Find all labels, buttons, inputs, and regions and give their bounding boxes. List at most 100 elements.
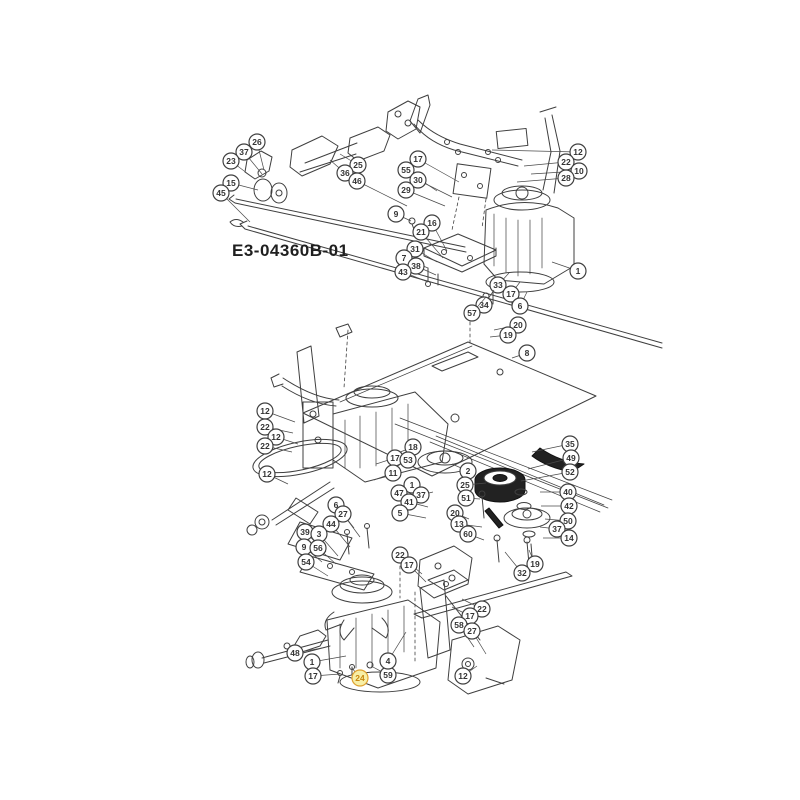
svg-text:24: 24: [355, 673, 365, 683]
callout-balloon-12[interactable]: 12: [267, 428, 285, 446]
svg-text:16: 16: [427, 218, 437, 228]
callout-layer: 2637231545253646175530299122210281621317…: [212, 133, 588, 687]
svg-text:56: 56: [313, 543, 323, 553]
callout-balloon-23[interactable]: 23: [222, 152, 240, 170]
svg-text:58: 58: [454, 620, 464, 630]
callout-balloon-43[interactable]: 43: [394, 263, 412, 281]
callout-balloon-41[interactable]: 41: [400, 493, 418, 511]
svg-text:45: 45: [216, 188, 226, 198]
figure-number-label: E3-04360B-01: [232, 241, 349, 260]
callout-balloon-45[interactable]: 45: [212, 184, 230, 202]
svg-text:38: 38: [411, 261, 421, 271]
svg-text:19: 19: [503, 330, 513, 340]
callout-balloon-46[interactable]: 46: [348, 172, 366, 190]
callout-balloon-57[interactable]: 57: [463, 304, 481, 322]
callout-balloon-17[interactable]: 17: [461, 607, 479, 625]
callout-balloon-33[interactable]: 33: [489, 276, 507, 294]
callout-balloon-24-highlighted[interactable]: 24: [351, 669, 369, 687]
callout-balloon-16[interactable]: 16: [423, 214, 441, 232]
callout-balloon-8[interactable]: 8: [518, 344, 536, 362]
svg-text:18: 18: [408, 442, 418, 452]
svg-text:37: 37: [416, 490, 426, 500]
callout-balloon-25[interactable]: 25: [349, 156, 367, 174]
callout-balloon-19[interactable]: 19: [526, 555, 544, 573]
callout-balloon-4[interactable]: 4: [379, 652, 397, 670]
svg-text:12: 12: [573, 147, 583, 157]
svg-text:17: 17: [390, 453, 400, 463]
callout-balloon-37[interactable]: 37: [235, 143, 253, 161]
svg-text:25: 25: [460, 480, 470, 490]
svg-text:20: 20: [513, 320, 523, 330]
callout-balloon-44[interactable]: 44: [322, 515, 340, 533]
callout-balloon-52[interactable]: 52: [561, 463, 579, 481]
callout-balloon-5[interactable]: 5: [391, 504, 409, 522]
callout-balloon-17[interactable]: 17: [400, 556, 418, 574]
callout-balloon-17[interactable]: 17: [502, 285, 520, 303]
callout-balloon-12[interactable]: 12: [454, 667, 472, 685]
callout-balloon-31[interactable]: 31: [406, 240, 424, 258]
callout-balloon-39[interactable]: 39: [296, 523, 314, 541]
callout-balloon-34[interactable]: 34: [475, 296, 493, 314]
callout-balloon-53[interactable]: 53: [399, 451, 417, 469]
callout-balloon-26[interactable]: 26: [248, 133, 266, 151]
callout-balloon-2[interactable]: 2: [459, 462, 477, 480]
bottom-assembly-drawing: [245, 559, 521, 695]
callout-balloon-22[interactable]: 22: [256, 418, 274, 436]
callout-balloon-18[interactable]: 18: [404, 438, 422, 456]
callout-balloon-30[interactable]: 30: [409, 171, 427, 189]
callout-balloon-27[interactable]: 27: [334, 505, 352, 523]
svg-text:7: 7: [402, 253, 407, 263]
callout-balloon-32[interactable]: 32: [513, 564, 531, 582]
svg-text:11: 11: [389, 468, 398, 478]
callout-balloon-17[interactable]: 17: [409, 150, 427, 168]
callout-balloon-54[interactable]: 54: [297, 553, 315, 571]
callout-balloon-36[interactable]: 36: [336, 164, 354, 182]
callout-balloon-12[interactable]: 12: [256, 402, 274, 420]
callout-balloon-51[interactable]: 51: [457, 489, 475, 507]
svg-text:31: 31: [410, 244, 420, 254]
svg-text:12: 12: [271, 432, 281, 442]
top-assembly-drawing: [228, 94, 663, 349]
callout-balloon-29[interactable]: 29: [397, 181, 415, 199]
svg-text:39: 39: [300, 527, 310, 537]
callout-balloon-37[interactable]: 37: [548, 520, 566, 538]
svg-text:27: 27: [467, 626, 477, 636]
callout-balloon-17[interactable]: 17: [304, 667, 322, 685]
svg-text:25: 25: [353, 160, 363, 170]
callout-balloon-60[interactable]: 60: [459, 525, 477, 543]
callout-balloon-7[interactable]: 7: [395, 249, 413, 267]
svg-text:37: 37: [239, 147, 249, 157]
svg-text:53: 53: [403, 455, 413, 465]
svg-text:2: 2: [466, 466, 471, 476]
callout-balloon-21[interactable]: 21: [412, 223, 430, 241]
callout-balloon-56[interactable]: 56: [309, 539, 327, 557]
callout-balloon-55[interactable]: 55: [397, 161, 415, 179]
callout-balloon-42[interactable]: 42: [560, 497, 578, 515]
callout-balloon-48[interactable]: 48: [286, 644, 304, 662]
callout-balloon-12[interactable]: 12: [569, 143, 587, 161]
svg-text:59: 59: [383, 670, 393, 680]
svg-text:49: 49: [566, 453, 576, 463]
svg-text:60: 60: [463, 529, 473, 539]
svg-text:35: 35: [565, 439, 575, 449]
svg-text:1: 1: [310, 657, 315, 667]
svg-text:9: 9: [394, 209, 399, 219]
svg-text:37: 37: [552, 524, 562, 534]
callout-balloon-19[interactable]: 19: [499, 326, 517, 344]
callout-balloon-59[interactable]: 59: [379, 666, 397, 684]
svg-text:41: 41: [404, 497, 414, 507]
callout-balloon-28[interactable]: 28: [557, 169, 575, 187]
svg-text:30: 30: [413, 175, 423, 185]
callout-balloon-27[interactable]: 27: [463, 622, 481, 640]
callout-balloon-11[interactable]: 11: [384, 464, 402, 482]
callout-balloon-12[interactable]: 12: [258, 465, 276, 483]
middle-assembly-drawing: [246, 309, 613, 619]
callout-balloon-10[interactable]: 10: [570, 162, 588, 180]
callout-balloon-14[interactable]: 14: [560, 529, 578, 547]
callout-balloon-6[interactable]: 6: [511, 297, 529, 315]
callout-balloon-1[interactable]: 1: [569, 262, 587, 280]
svg-text:20: 20: [450, 508, 460, 518]
callout-balloon-22[interactable]: 22: [256, 437, 274, 455]
callout-balloon-9[interactable]: 9: [387, 205, 405, 223]
